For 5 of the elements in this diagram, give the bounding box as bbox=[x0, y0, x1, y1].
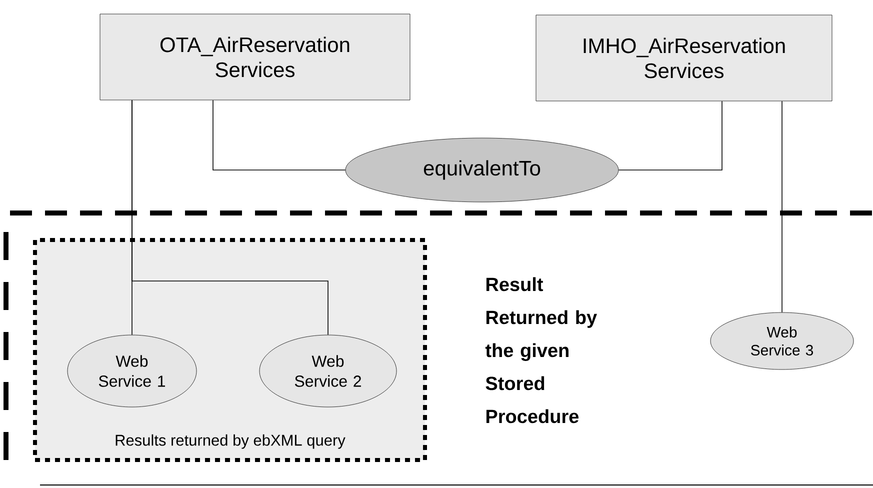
connector-line bbox=[618, 100, 722, 170]
connector-line bbox=[132, 100, 328, 336]
connector-line bbox=[212, 100, 346, 170]
service-box: OTA_AirReservation Services bbox=[100, 14, 410, 100]
service-box: IMHO_AirReservation Services bbox=[536, 14, 832, 102]
